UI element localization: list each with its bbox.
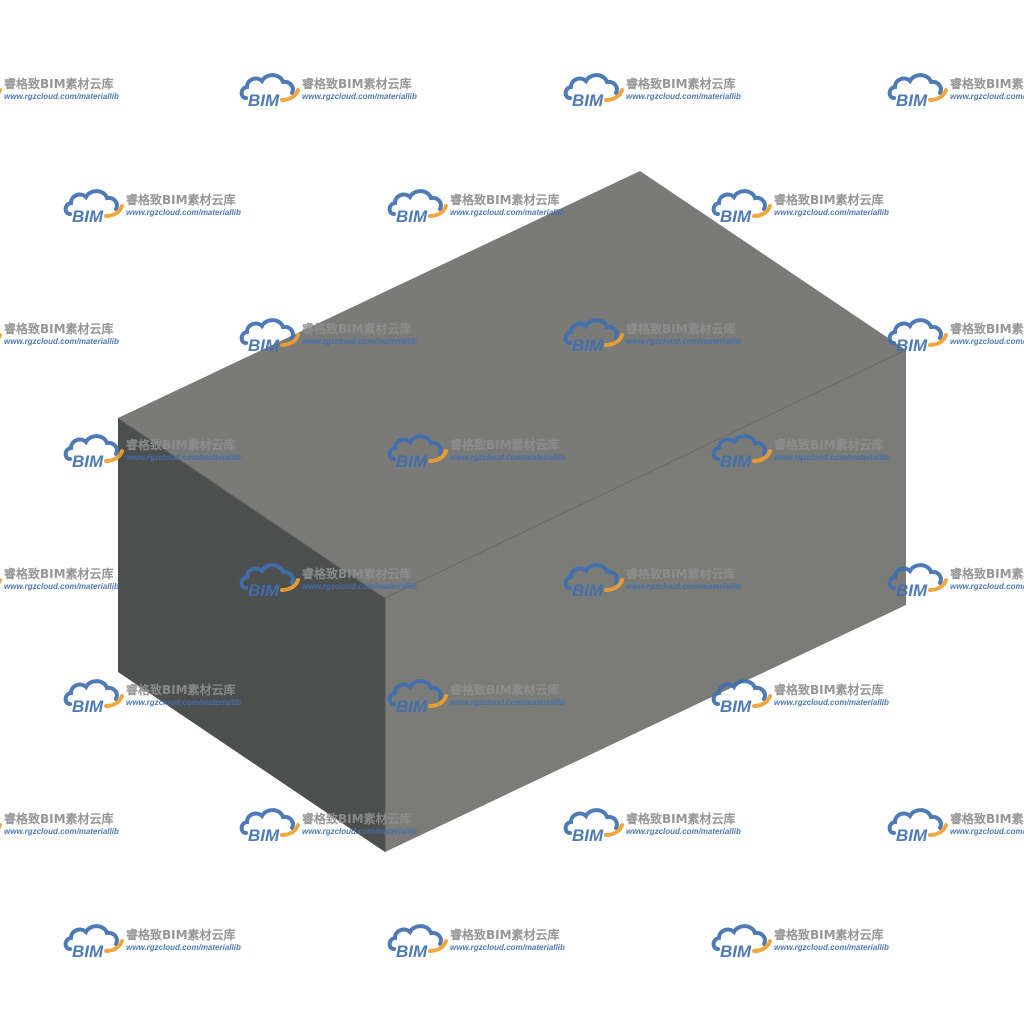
- block-left-face: [118, 418, 385, 852]
- block-top-face: [118, 171, 906, 598]
- block-right-face: [385, 350, 906, 852]
